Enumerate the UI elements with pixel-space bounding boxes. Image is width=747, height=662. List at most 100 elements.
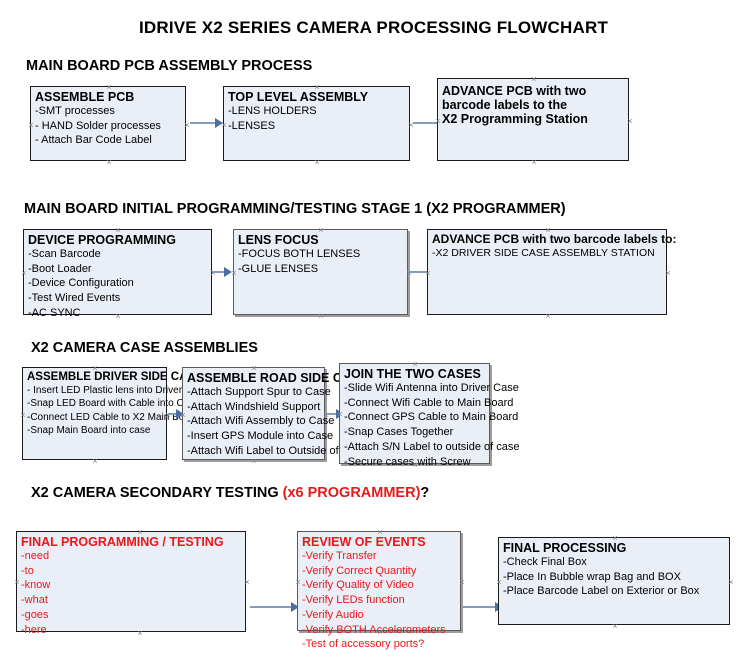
node-assemble-driver-side-case[interactable]: ASSEMBLE DRIVER SIDE CASE - Insert LED P… (19, 364, 208, 460)
node-assemble-pcb[interactable]: ASSEMBLE PCB -SMT processes - HAND Solde… (30, 86, 186, 161)
resize-handle-right[interactable] (209, 269, 218, 278)
resize-handle-right[interactable] (164, 411, 173, 420)
resize-handle-right[interactable] (727, 578, 736, 587)
node-line-overflow: -Test of accessory ports? (302, 638, 425, 651)
node-review-of-events[interactable]: REVIEW OF EVENTS -Verify Transfer -Verif… (294, 528, 461, 650)
resize-handle-right[interactable] (487, 410, 496, 419)
node-join-the-two-cases[interactable]: JOIN THE TWO CASES -Slide Wifi Antenna i… (336, 360, 520, 468)
resize-handle-top[interactable] (544, 226, 553, 235)
resize-handle-left[interactable] (495, 578, 504, 587)
connector-lens-focus-to-advance-pcb-driver-side (410, 271, 432, 273)
node-line: -Secure cases with Screw (344, 455, 471, 468)
resize-handle-top[interactable] (114, 226, 123, 235)
node-line: -Connect GPS Cable to Main Board (344, 411, 519, 424)
resize-handle-bottom[interactable] (250, 457, 259, 466)
node-line: - HAND Solder processes (35, 119, 161, 132)
resize-handle-right[interactable] (458, 578, 467, 587)
resize-handle-bottom[interactable] (136, 629, 145, 638)
node-final-programming-testing[interactable]: FINAL PROGRAMMING / TESTING -need -to -k… (13, 528, 246, 636)
section-title-main-board-pcb-assembly-process: MAIN BOARD PCB ASSEMBLY PROCESS (26, 58, 312, 74)
resize-handle-left[interactable] (179, 411, 188, 420)
connector-road-side-to-join-cases (326, 413, 340, 415)
resize-handle-top[interactable] (411, 360, 420, 369)
resize-handle-bottom[interactable] (411, 461, 420, 470)
resize-handle-bottom[interactable] (114, 312, 123, 321)
node-top-level-assembly[interactable]: TOP LEVEL ASSEMBLY -LENS HOLDERS -LENSES (223, 86, 410, 161)
node-heading-line: X2 Programming Station (442, 112, 588, 126)
node-line: -AC SYNC (28, 306, 81, 319)
resize-handle-bottom[interactable] (317, 312, 326, 321)
resize-handle-left[interactable] (27, 121, 36, 130)
resize-handle-top[interactable] (250, 364, 259, 373)
resize-handle-left[interactable] (424, 269, 433, 278)
resize-handle-right[interactable] (322, 411, 331, 420)
resize-handle-bottom[interactable] (105, 158, 114, 167)
node-heading: ASSEMBLE PCB (35, 90, 135, 104)
node-heading: REVIEW OF EVENTS (302, 535, 426, 549)
resize-handle-right[interactable] (664, 269, 673, 278)
node-advance-pcb-to-driver-side-case-assembly[interactable]: ADVANCE PCB with two barcode labels to: … (424, 226, 677, 315)
arrow-head-icon (224, 267, 232, 277)
resize-handle-bottom[interactable] (376, 628, 385, 637)
resize-handle-bottom[interactable] (544, 312, 553, 321)
resize-handle-right[interactable] (626, 117, 635, 126)
resize-handle-top[interactable] (313, 83, 322, 92)
section-title-main-board-initial-programming-testing-stage-1: MAIN BOARD INITIAL PROGRAMMING/TESTING S… (24, 201, 566, 217)
node-line: -Place Barcode Label on Exterior or Box (503, 585, 700, 598)
node-line: -Connect LED Cable to X2 Main Board (27, 411, 199, 423)
node-line: -Verify BOTH Accelerometers (302, 623, 446, 636)
resize-handle-bottom[interactable] (611, 622, 620, 631)
node-line: -Attach S/N Label to outside of case (344, 440, 520, 453)
resize-handle-left[interactable] (294, 578, 303, 587)
section-title-text: X2 CAMERA CASE ASSEMBLIES (31, 340, 258, 356)
node-line: -Slide Wifi Antenna into Driver Case (344, 382, 519, 394)
resize-handle-top[interactable] (530, 75, 539, 84)
node-line: -LENS HOLDERS (228, 105, 317, 117)
node-line: -here (21, 623, 47, 636)
section-title-text: MAIN BOARD INITIAL PROGRAMMING/TESTING S… (24, 201, 566, 217)
node-line: -FOCUS BOTH LENSES (238, 248, 361, 260)
connector-top-level-assembly-to-advance-pcb (413, 122, 441, 124)
node-line: -Scan Barcode (28, 248, 101, 260)
arrow-head-icon (291, 602, 299, 612)
node-line: -Place In Bubble wrap Bag and BOX (503, 570, 681, 583)
node-heading-line: ADVANCE PCB with two (442, 84, 587, 98)
resize-handle-right[interactable] (243, 578, 252, 587)
section-title-x2-camera-case-assemblies: X2 CAMERA CASE ASSEMBLIES (31, 340, 258, 356)
resize-handle-bottom[interactable] (530, 158, 539, 167)
resize-handle-left[interactable] (20, 269, 29, 278)
node-line: -Test Wired Events (28, 292, 121, 305)
node-advance-pcb-to-x2-programming-station[interactable]: ADVANCE PCB with two barcode labels to t… (437, 78, 629, 161)
connector-final-programming-to-review-of-events (250, 606, 295, 608)
resize-handle-top[interactable] (105, 83, 114, 92)
node-lens-focus[interactable]: LENS FOCUS -FOCUS BOTH LENSES -GLUE LENS… (233, 229, 408, 315)
resize-handle-left[interactable] (434, 117, 443, 126)
resize-handle-top[interactable] (91, 364, 100, 373)
node-heading: ADVANCE PCB with two barcode labels to: (432, 232, 677, 246)
node-line: -what (21, 594, 48, 607)
node-line: -Boot Loader (28, 262, 92, 275)
page-title: IDRIVE X2 SERIES CAMERA PROCESSING FLOWC… (138, 18, 609, 37)
resize-handle-bottom[interactable] (91, 457, 100, 466)
connector-assemble-pcb-to-top-level-assembly (190, 122, 218, 124)
resize-handle-left[interactable] (336, 410, 345, 419)
node-line: -Attach Windshield Support (187, 400, 321, 413)
resize-handle-left[interactable] (19, 411, 28, 420)
resize-handle-left[interactable] (13, 578, 22, 587)
node-device-programming[interactable]: DEVICE PROGRAMMING -Scan Barcode -Boot L… (20, 226, 212, 319)
resize-handle-top[interactable] (136, 528, 145, 537)
node-assemble-road-side-case[interactable]: ASSEMBLE ROAD SIDE CASE -Attach Support … (179, 364, 368, 460)
node-final-processing[interactable]: FINAL PROCESSING -Check Final Box -Place… (498, 537, 730, 625)
node-heading: FINAL PROCESSING (503, 541, 627, 555)
node-line: -Verify Correct Quantity (302, 564, 417, 577)
resize-handle-top[interactable] (376, 528, 385, 537)
resize-handle-left[interactable] (230, 269, 239, 278)
node-line: -Verify Quality of Video (302, 579, 414, 592)
node-line: -LENSES (228, 119, 276, 132)
resize-handle-top[interactable] (317, 226, 326, 235)
resize-handle-left[interactable] (220, 121, 229, 130)
resize-handle-top[interactable] (611, 534, 620, 543)
resize-handle-bottom[interactable] (313, 158, 322, 167)
resize-handle-right[interactable] (405, 269, 414, 278)
